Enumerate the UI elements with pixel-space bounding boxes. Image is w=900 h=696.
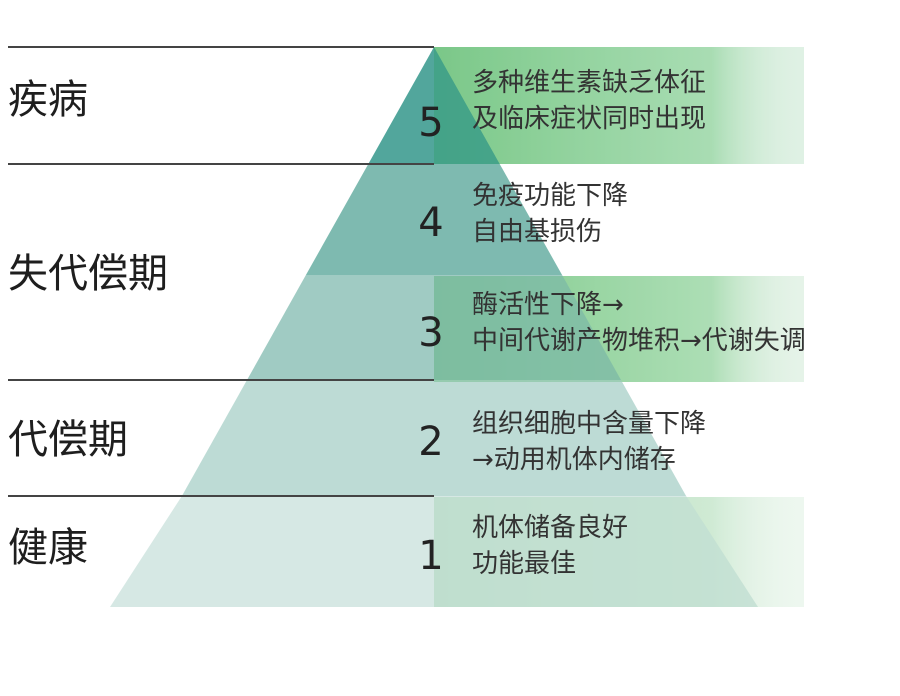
pyramid-tier-4 [305,164,563,275]
level-4-line-1: 免疫功能下降 [472,181,629,211]
level-description-3: 酶活性下降→ 中间代谢产物堆积→代谢失调 [472,287,806,359]
level-1-line-2: 功能最佳 [472,549,577,579]
overlay-band-5 [434,47,804,164]
level-description-4: 免疫功能下降 自由基损伤 [472,178,628,250]
level-description-1: 机体储备良好 功能最佳 [472,510,628,582]
stage-label-compensated: 代偿期 [8,417,128,463]
stage-label-disease: 疾病 [8,77,88,123]
level-4-line-2: 自由基损伤 [472,217,603,247]
level-5-line-2: 及临床症状同时出现 [472,104,707,134]
level-1-line-1: 机体储备良好 [472,513,629,543]
level-number-1: 1 [418,533,444,579]
pyramid-tier-2 [181,380,687,496]
pyramid-tier-5 [368,47,500,164]
overlay-band-1 [434,497,804,607]
level-description-5: 多种维生素缺乏体征 及临床症状同时出现 [472,65,706,137]
level-number-5: 5 [418,100,444,146]
level-3-line-2: 中间代谢产物堆积→代谢失调 [472,326,806,356]
stage-label-decompensated: 失代偿期 [8,251,168,297]
stage-label-healthy: 健康 [8,525,88,571]
level-2-line-1: 组织细胞中含量下降 [472,409,707,439]
pyramid-tier-3 [247,275,621,380]
overlay-band-3 [434,276,804,382]
level-number-2: 2 [418,419,444,465]
level-description-2: 组织细胞中含量下降 →动用机体内储存 [472,406,706,478]
highlight-band-5 [434,47,804,164]
level-number-4: 4 [418,200,444,246]
level-3-line-1: 酶活性下降→ [472,290,624,320]
level-number-3: 3 [418,310,444,356]
level-5-line-1: 多种维生素缺乏体征 [472,68,707,98]
pyramid-tier-1 [110,496,758,607]
level-2-line-2: →动用机体内储存 [472,445,676,475]
